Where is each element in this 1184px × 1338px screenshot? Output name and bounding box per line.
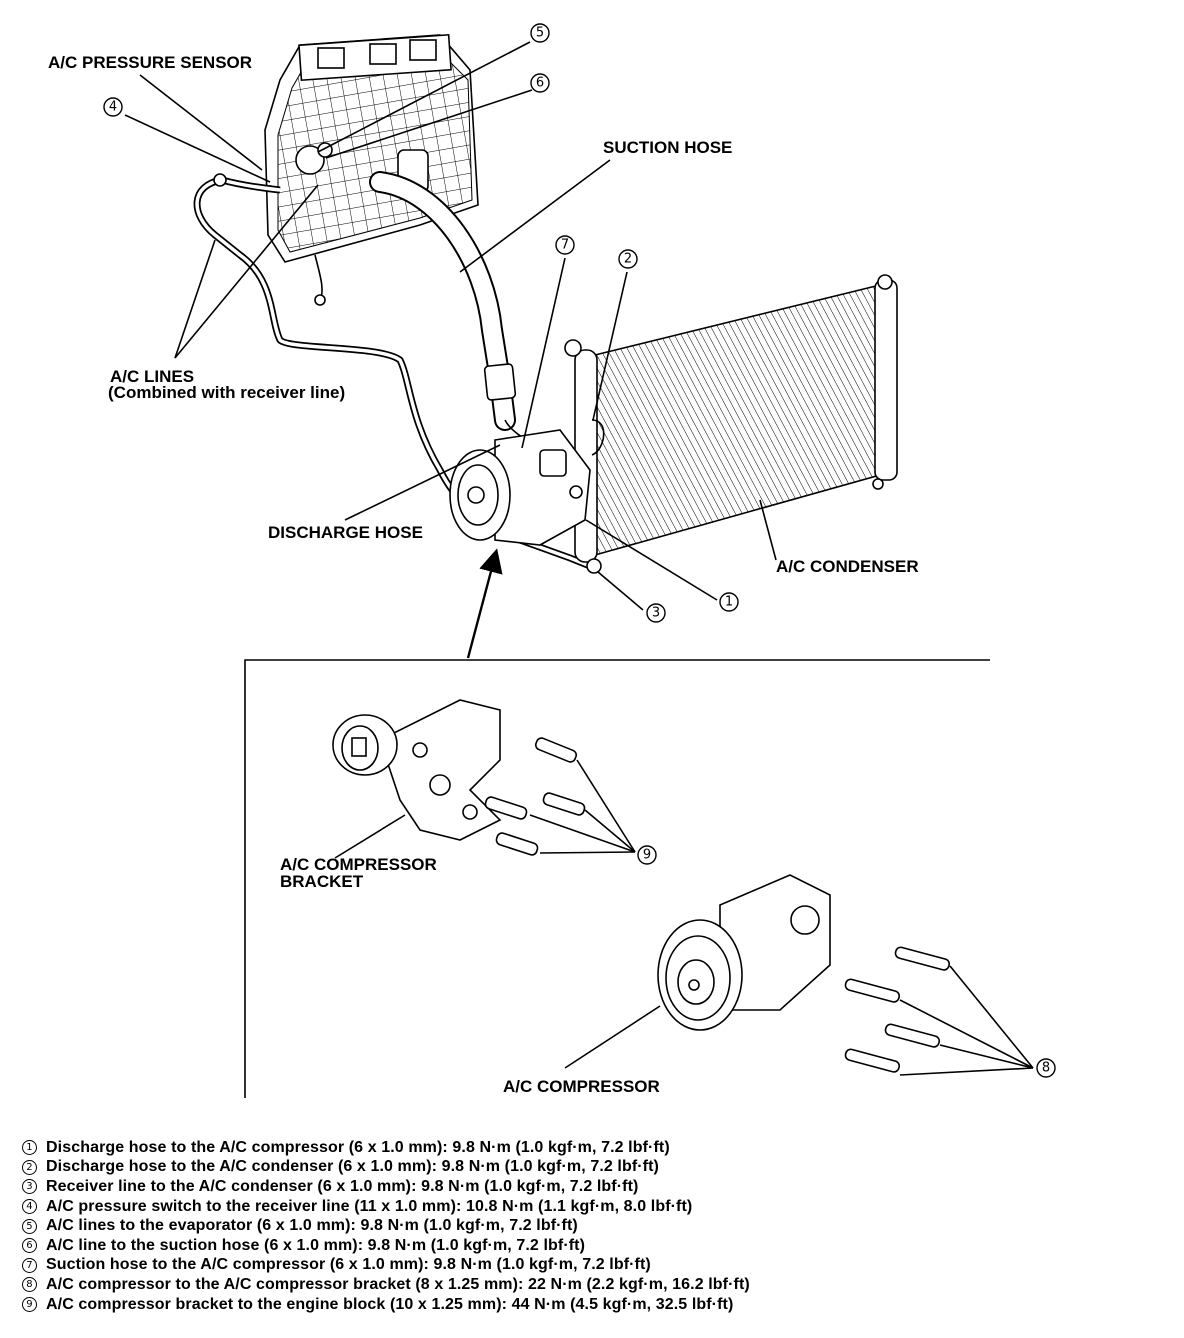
legend-num-7: 7 — [22, 1257, 37, 1273]
callout-7: 7 — [555, 235, 575, 255]
legend-text-9: A/C compressor bracket to the engine blo… — [46, 1295, 734, 1313]
label-suction-hose: SUCTION HOSE — [603, 138, 732, 157]
callout-2: 2 — [618, 249, 638, 269]
compressor-inset-drawing — [657, 874, 951, 1073]
svg-text:3: 3 — [652, 606, 660, 621]
legend-num-9: 9 — [22, 1297, 37, 1313]
legend-num-5: 5 — [22, 1218, 37, 1234]
legend-num-2: 2 — [22, 1159, 37, 1175]
legend-item-7: 7 Suction hose to the A/C compressor (6 x… — [22, 1256, 1162, 1276]
suction-hose-drawing — [369, 171, 526, 441]
legend-item-5: 5 A/C lines to the evaporator (6 x 1.0 mm… — [22, 1216, 1162, 1236]
legend-num-1: 1 — [22, 1140, 37, 1156]
svg-text:4: 4 — [109, 100, 117, 115]
legend-item-1: 1 Discharge hose to the A/C compressor (6… — [22, 1138, 1162, 1158]
legend-text-1: Discharge hose to the A/C compressor (6 … — [46, 1138, 670, 1156]
compressor-top-drawing — [449, 429, 591, 546]
callout-6: 6 — [530, 73, 550, 93]
legend-item-4: 4 A/C pressure switch to the receiver lin… — [22, 1197, 1162, 1217]
callout-5: 5 — [530, 23, 550, 43]
condenser-drawing — [564, 274, 898, 574]
legend-item-8: 8 A/C compressor to the A/C compressor br… — [22, 1275, 1162, 1295]
svg-text:2: 2 — [624, 252, 632, 267]
label-ac-lines: A/C LINES — [110, 367, 194, 386]
legend-item-3: 3 Receiver line to the A/C condenser (6 x… — [22, 1177, 1162, 1197]
ac-system-diagram: A/C PRESSURE SENSOR SUCTION HOSE A/C LIN… — [48, 23, 1056, 1098]
callout-9: 9 — [637, 845, 657, 865]
label-discharge-hose: DISCHARGE HOSE — [268, 523, 423, 542]
callout-1: 1 — [719, 592, 739, 612]
legend-text-2: Discharge hose to the A/C condenser (6 x… — [46, 1158, 659, 1176]
label-ac-lines-note: (Combined with receiver line) — [108, 383, 345, 402]
legend-text-6: A/C line to the suction hose (6 x 1.0 mm… — [46, 1236, 586, 1254]
svg-text:7: 7 — [561, 238, 569, 253]
legend-item-2: 2 Discharge hose to the A/C condenser (6 … — [22, 1158, 1162, 1178]
evaporator-unit-drawing — [264, 33, 479, 306]
legend-num-3: 3 — [22, 1179, 37, 1195]
callout-8: 8 — [1036, 1058, 1056, 1078]
torque-legend: 1 Discharge hose to the A/C compressor (6… — [22, 1138, 1162, 1314]
inset-arrow — [466, 548, 503, 659]
svg-text:1: 1 — [725, 595, 733, 610]
legend-text-7: Suction hose to the A/C compressor (6 x … — [46, 1256, 651, 1274]
label-compressor: A/C COMPRESSOR — [503, 1077, 660, 1096]
svg-text:9: 9 — [643, 848, 651, 863]
callout-3: 3 — [646, 603, 666, 623]
legend-num-4: 4 — [22, 1199, 37, 1215]
callout-4: 4 — [103, 97, 123, 117]
legend-item-9: 9 A/C compressor bracket to the engine bl… — [22, 1295, 1162, 1315]
svg-text:5: 5 — [536, 26, 544, 41]
legend-num-8: 8 — [22, 1277, 37, 1293]
legend-text-4: A/C pressure switch to the receiver line… — [46, 1197, 693, 1215]
label-bracket-line1: A/C COMPRESSOR — [280, 855, 437, 874]
svg-text:6: 6 — [536, 76, 544, 91]
label-bracket-line2: BRACKET — [280, 872, 364, 891]
label-condenser: A/C CONDENSER — [776, 557, 919, 576]
legend-text-5: A/C lines to the evaporator (6 x 1.0 mm)… — [46, 1217, 578, 1235]
legend-text-3: Receiver line to the A/C condenser (6 x … — [46, 1177, 639, 1195]
leader-lines — [124, 41, 1034, 1076]
svg-text:8: 8 — [1042, 1061, 1050, 1076]
label-pressure-sensor: A/C PRESSURE SENSOR — [48, 53, 252, 72]
legend-item-6: 6 A/C line to the suction hose (6 x 1.0 m… — [22, 1236, 1162, 1256]
compressor-bracket-drawing — [332, 699, 586, 856]
legend-num-6: 6 — [22, 1238, 37, 1254]
inset-frame — [244, 659, 990, 1098]
legend-text-8: A/C compressor to the A/C compressor bra… — [46, 1275, 750, 1293]
